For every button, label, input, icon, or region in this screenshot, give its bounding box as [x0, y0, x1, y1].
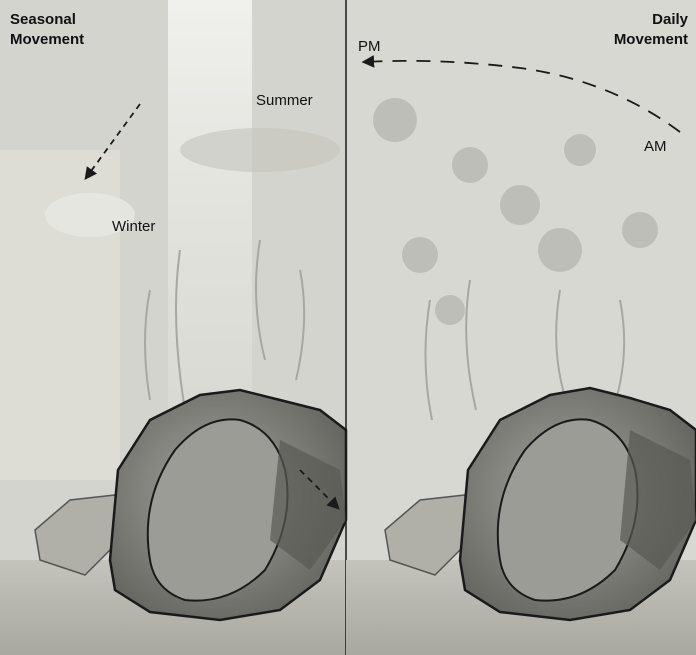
algae-dot	[373, 98, 417, 142]
algae-dot	[435, 295, 465, 325]
daily-title-line2: Movement	[614, 30, 688, 50]
algae-dot	[452, 147, 488, 183]
seasonal-title-line1: Seasonal	[10, 10, 76, 30]
algae-dot	[622, 212, 658, 248]
algae-dot	[402, 237, 438, 273]
daily-title-line1: Daily	[652, 10, 688, 30]
label-winter: Winter	[112, 218, 155, 235]
algae-dot	[500, 185, 540, 225]
label-am: AM	[644, 138, 667, 155]
algae-dot	[538, 228, 582, 272]
label-pm: PM	[358, 38, 381, 55]
algae-blob	[180, 128, 340, 172]
label-summer: Summer	[256, 92, 313, 109]
seasonal-title-line2: Movement	[10, 30, 84, 50]
algae-dot	[564, 134, 596, 166]
